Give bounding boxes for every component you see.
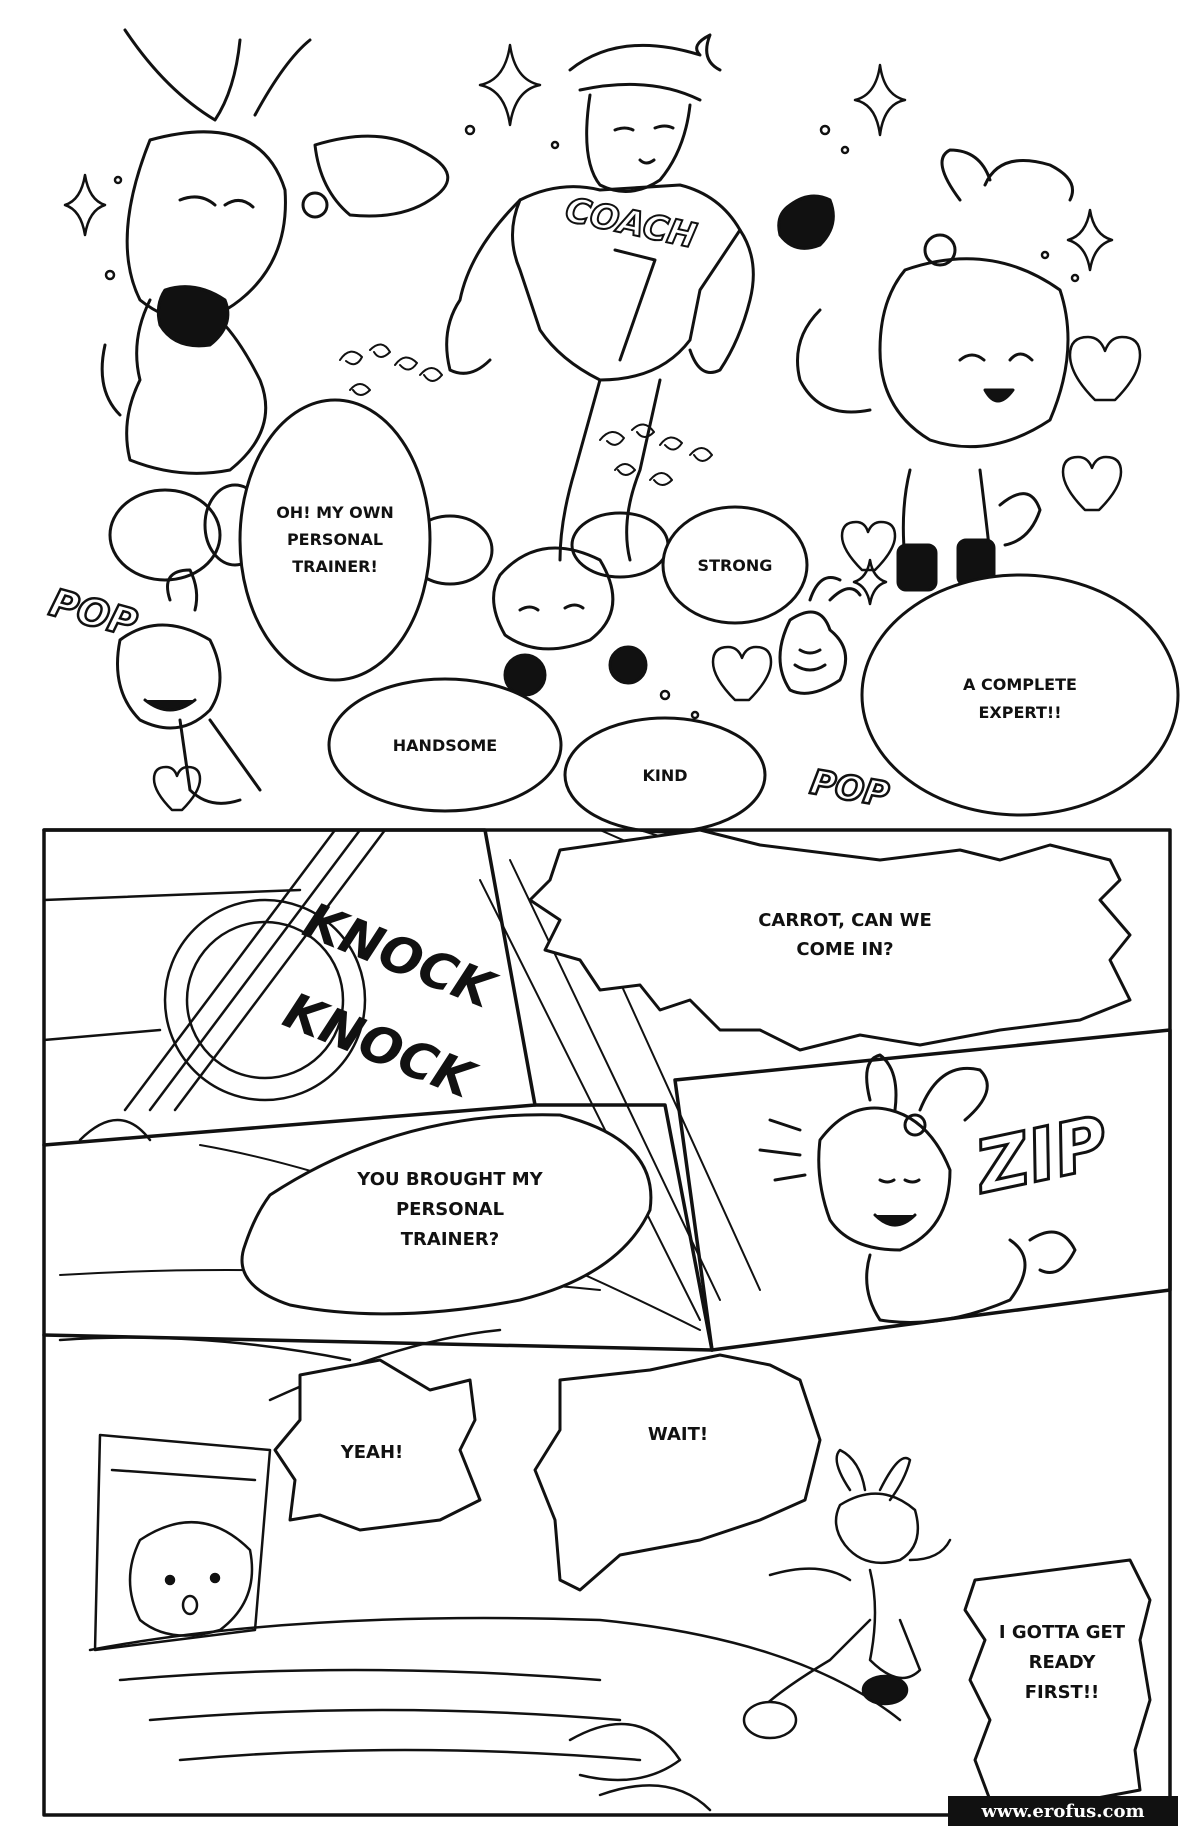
bubble-text-own-trainer-line3: TRAINER! — [292, 557, 378, 576]
watermark: www.erofus.com — [948, 1796, 1178, 1826]
bubble-text-yeah: YEAH! — [340, 1442, 404, 1463]
bubble-wait-shape — [533, 1353, 822, 1592]
bubble-text-wait: WAIT! — [648, 1424, 708, 1445]
sfx-zip: ZIP — [967, 1100, 1115, 1210]
sfx-pop-right: POP — [807, 762, 892, 815]
bubble-text-ready-line3: FIRST!! — [1025, 1682, 1100, 1703]
bubble-text-strong: STRONG — [698, 556, 773, 575]
bubble-text-carrot-line1: CARROT, CAN WE — [758, 910, 932, 931]
bubble-shapes-top — [238, 398, 1180, 834]
door-artwork — [42, 828, 387, 1142]
bubble-text-own-trainer-line1: OH! MY OWN — [276, 503, 394, 522]
bubble-text-brought-line2: PERSONAL — [396, 1199, 504, 1220]
character-center-small — [406, 511, 670, 697]
bubble-text-ready-line1: I GOTTA GET — [999, 1622, 1126, 1643]
sparkle-icons — [63, 43, 1114, 720]
bubble-text-kind: KIND — [642, 766, 687, 785]
bubble-text-carrot-line2: COME IN? — [796, 939, 893, 960]
bubble-yeah-shape — [273, 1358, 482, 1532]
bubble-text-expert-line2: EXPERT!! — [978, 703, 1061, 722]
bubble-text-own-trainer-line2: PERSONAL — [287, 530, 383, 549]
character-left-sitting — [100, 28, 450, 582]
character-small-left — [116, 568, 262, 805]
character-coach — [445, 33, 835, 562]
bubble-text-brought-line1: YOU BROUGHT MY — [356, 1169, 543, 1190]
bubble-carrot-shape — [528, 828, 1132, 1052]
bubble-text-brought-line3: TRAINER? — [401, 1229, 499, 1250]
bottom-panel-artwork — [58, 1328, 952, 1812]
bubble-text-handsome: HANDSOME — [393, 736, 497, 755]
bubble-text-ready-line2: READY — [1029, 1652, 1097, 1673]
character-small-right — [778, 576, 862, 695]
bubble-trainer-shape — [240, 1113, 653, 1316]
swirl-decorations — [339, 343, 713, 486]
bubble-text-expert-line1: A COMPLETE — [963, 675, 1077, 694]
character-right-bunny — [796, 148, 1074, 592]
sfx-pop-left: POP — [45, 580, 142, 645]
coach-shirt-text: COACH — [562, 190, 700, 257]
heart-icons — [152, 335, 1142, 812]
character-zip-bunny — [758, 1053, 1077, 1324]
